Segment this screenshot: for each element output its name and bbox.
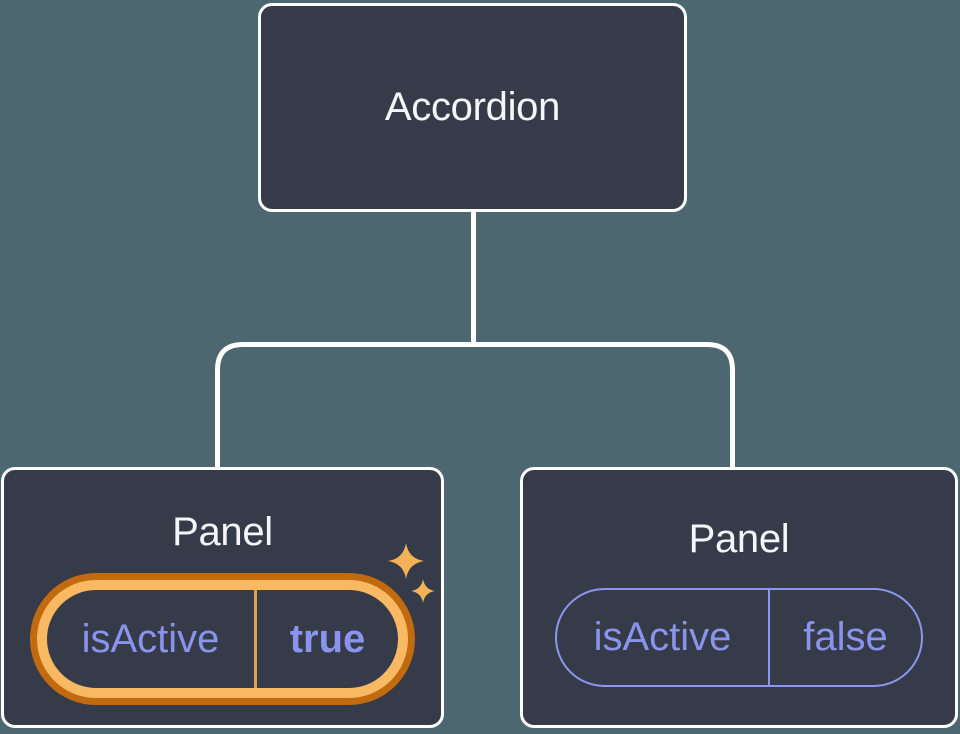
prop-value-label: true <box>289 616 366 661</box>
prop-name-label: isActive <box>593 615 732 659</box>
pill-divider <box>768 590 770 685</box>
prop-value-label: false <box>803 615 888 659</box>
pill-divider <box>254 590 257 688</box>
prop-pill-inactive: isActive false <box>555 588 923 687</box>
accordion-node-label: Accordion <box>384 85 561 129</box>
panel-node-active: Panel isActive true <box>1 467 444 728</box>
sparkles-icon <box>388 543 435 603</box>
prop-name-label: isActive <box>81 616 220 661</box>
panel-node-label: Panel <box>172 510 273 554</box>
prop-pill-active: isActive true <box>30 573 415 705</box>
panel-node-label: Panel <box>688 517 790 561</box>
panel-node-inactive: Panel isActive false <box>520 467 958 728</box>
accordion-node: Accordion <box>258 3 687 212</box>
